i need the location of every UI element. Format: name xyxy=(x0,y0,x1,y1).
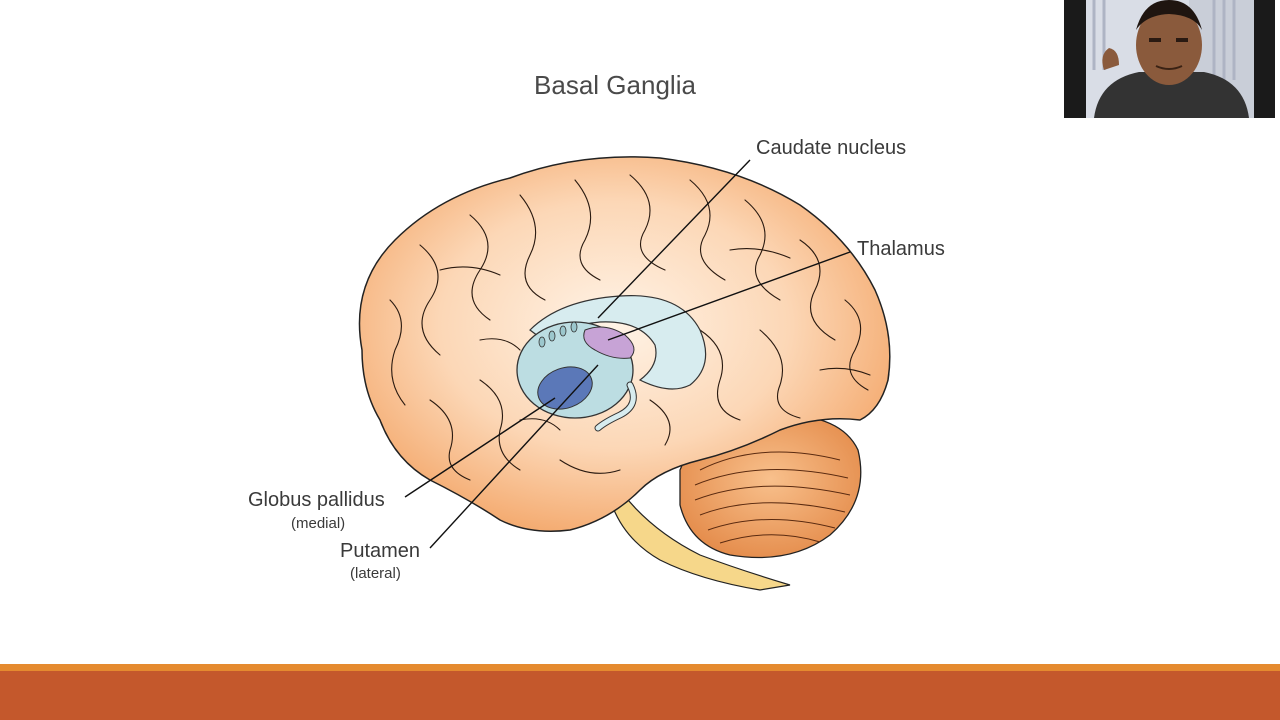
leader-putamen xyxy=(429,364,599,549)
footer-accent-bar xyxy=(0,664,1280,671)
label-globus-pallidus-note: (medial) xyxy=(291,515,346,532)
leader-thalamus xyxy=(607,251,851,341)
leader-caudate xyxy=(597,159,751,319)
presenter-video-icon xyxy=(1064,0,1275,118)
label-putamen: Putamen xyxy=(340,540,421,562)
slide-title: Basal Ganglia xyxy=(534,70,696,100)
label-globus-pallidus: Globus pallidus xyxy=(248,489,385,511)
brainstem xyxy=(611,488,791,591)
label-thalamus: Thalamus xyxy=(857,238,945,260)
presenter-webcam xyxy=(1064,0,1275,118)
footer-bar xyxy=(0,671,1280,720)
putamen-shape xyxy=(537,366,593,410)
leader-globus-pallidus xyxy=(404,397,556,498)
label-putamen-note: (lateral) xyxy=(350,565,401,582)
label-caudate-nucleus: Caudate nucleus xyxy=(756,137,907,159)
